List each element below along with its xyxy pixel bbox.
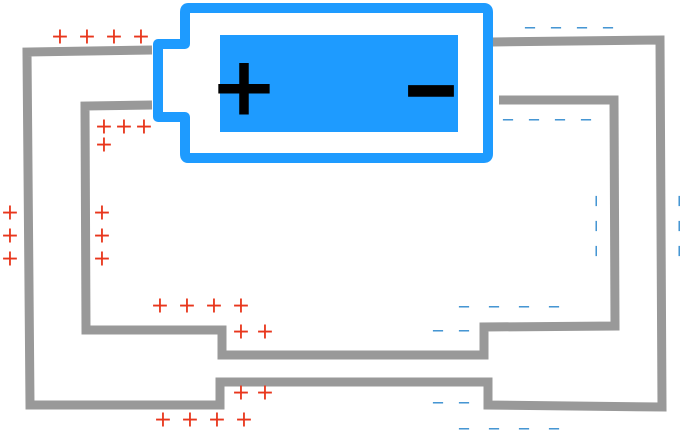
negative-charge-label: - (527, 109, 541, 130)
negative-charge-label: - (431, 392, 445, 413)
negative-charge-label: - (587, 194, 608, 208)
positive-charge-label: + (93, 224, 111, 249)
charge-group-top-right-inner: ---- (501, 109, 593, 130)
charge-group-bottom-outer-step: ++ (232, 381, 274, 406)
negative-charge-label: - (517, 418, 531, 431)
positive-charge-label: + (154, 408, 172, 431)
positive-charge-label: + (178, 294, 196, 319)
negative-charge-label: - (575, 17, 589, 38)
positive-charge-label: + (93, 201, 111, 226)
negative-charge-label: - (501, 109, 515, 130)
negative-charge-label: - (670, 219, 685, 233)
charges: ++++++++++++++++++++++++++--------------… (1, 17, 685, 431)
charge-group-right-outer: - - - (670, 194, 685, 258)
positive-charge-label: + (232, 294, 250, 319)
charge-group-bottom-right-inner-step: -- (431, 320, 471, 341)
positive-charge-label: + (208, 408, 226, 431)
positive-charge-label: + (256, 381, 274, 406)
negative-charge-label: - (457, 320, 471, 341)
positive-charge-label: + (181, 408, 199, 431)
negative-charge-label: - (553, 109, 567, 130)
negative-charge-label: - (487, 296, 501, 317)
negative-charge-label: - (431, 320, 445, 341)
negative-charge-label: - (457, 392, 471, 413)
negative-terminal-label: - (400, 40, 462, 135)
positive-charge-label: + (95, 133, 113, 158)
positive-charge-label: + (78, 25, 96, 50)
charge-group-bottom-outer-lower: + + + + (154, 408, 253, 431)
negative-charge-label: - (487, 418, 501, 431)
positive-charge-label: + (1, 201, 19, 226)
charge-group-bottom-right-outer-step: -- (431, 392, 471, 413)
wires (22, 35, 667, 412)
positive-charge-label: + (256, 320, 274, 345)
positive-charge-label: + (135, 115, 153, 140)
negative-charge-label: - (457, 296, 471, 317)
charge-group-bottom-right-outer-lower: ---- (457, 418, 561, 431)
negative-charge-label: - (457, 418, 471, 431)
positive-charge-label: + (105, 25, 123, 50)
negative-charge-label: - (587, 219, 608, 233)
negative-charge-label: - (579, 109, 593, 130)
negative-charge-label: - (517, 296, 531, 317)
charge-group-top-left-outer: + + + + (51, 25, 150, 50)
positive-terminal-label: + (210, 40, 279, 135)
charge-group-bottom-right-inner-upper: ---- (457, 296, 561, 317)
charge-group-left-inner: +++ (93, 201, 111, 272)
charge-group-right-inner: - - - (587, 194, 608, 258)
charge-group-bottom-inner-upper: + + + + (151, 294, 250, 319)
negative-charge-label: - (523, 17, 537, 38)
positive-charge-label: + (232, 320, 250, 345)
negative-charge-label: - (547, 296, 561, 317)
battery-cell (220, 35, 458, 132)
positive-charge-label: + (115, 115, 133, 140)
outer-wire (22, 35, 667, 412)
positive-charge-label: + (232, 381, 250, 406)
negative-charge-label: - (670, 244, 685, 258)
positive-charge-label: + (95, 115, 113, 140)
negative-charge-label: - (549, 17, 563, 38)
charge-group-top-right-outer: ---- (523, 17, 615, 38)
positive-charge-label: + (151, 294, 169, 319)
positive-charge-label: + (51, 25, 69, 50)
negative-charge-label: - (601, 17, 615, 38)
positive-charge-label: + (93, 247, 111, 272)
negative-charge-label: - (587, 244, 608, 258)
positive-charge-label: + (132, 25, 150, 50)
charge-group-bottom-inner-step: ++ (232, 320, 274, 345)
charge-group-left-outer: +++ (1, 201, 19, 272)
negative-charge-label: - (670, 194, 685, 208)
positive-charge-label: + (205, 294, 223, 319)
positive-charge-label: + (1, 224, 19, 249)
charge-group-top-left-inner: ++++ (95, 115, 153, 158)
inner-wire (80, 95, 620, 360)
positive-charge-label: + (1, 247, 19, 272)
negative-charge-label: - (547, 418, 561, 431)
battery: + - (153, 3, 493, 163)
positive-charge-label: + (235, 408, 253, 431)
